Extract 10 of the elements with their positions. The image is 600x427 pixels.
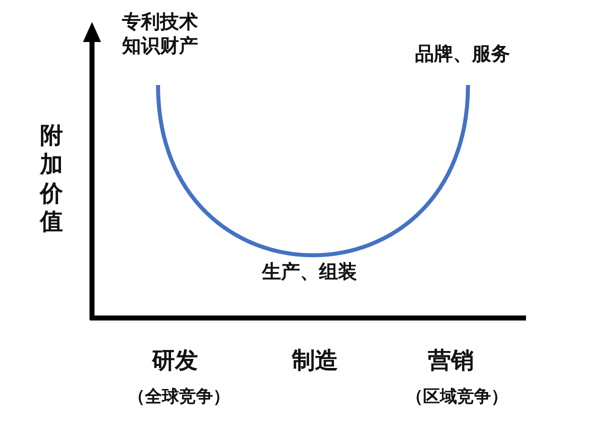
label: 生产、组装 xyxy=(262,262,357,284)
label: 知识财产 xyxy=(122,36,198,58)
label: 专利技术 xyxy=(122,12,198,34)
note: （全球竞争） xyxy=(128,388,230,408)
note: （区域竞争） xyxy=(406,388,508,408)
category-label: 研发 xyxy=(152,348,198,374)
category-label: 制造 xyxy=(292,348,338,374)
category-label: 营销 xyxy=(428,348,474,374)
axis-title: 附加价值 xyxy=(40,122,64,237)
label: 品牌、服务 xyxy=(415,44,510,66)
